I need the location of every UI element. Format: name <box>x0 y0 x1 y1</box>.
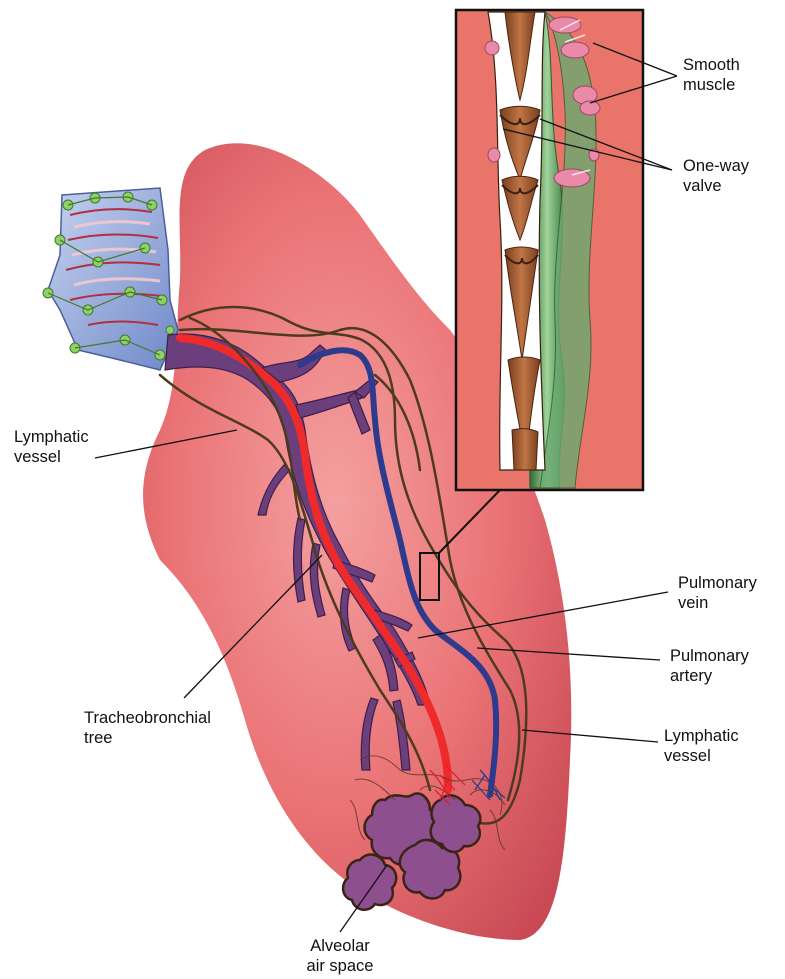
trachea <box>43 188 178 370</box>
inset-lymphatic-valve <box>456 10 643 490</box>
